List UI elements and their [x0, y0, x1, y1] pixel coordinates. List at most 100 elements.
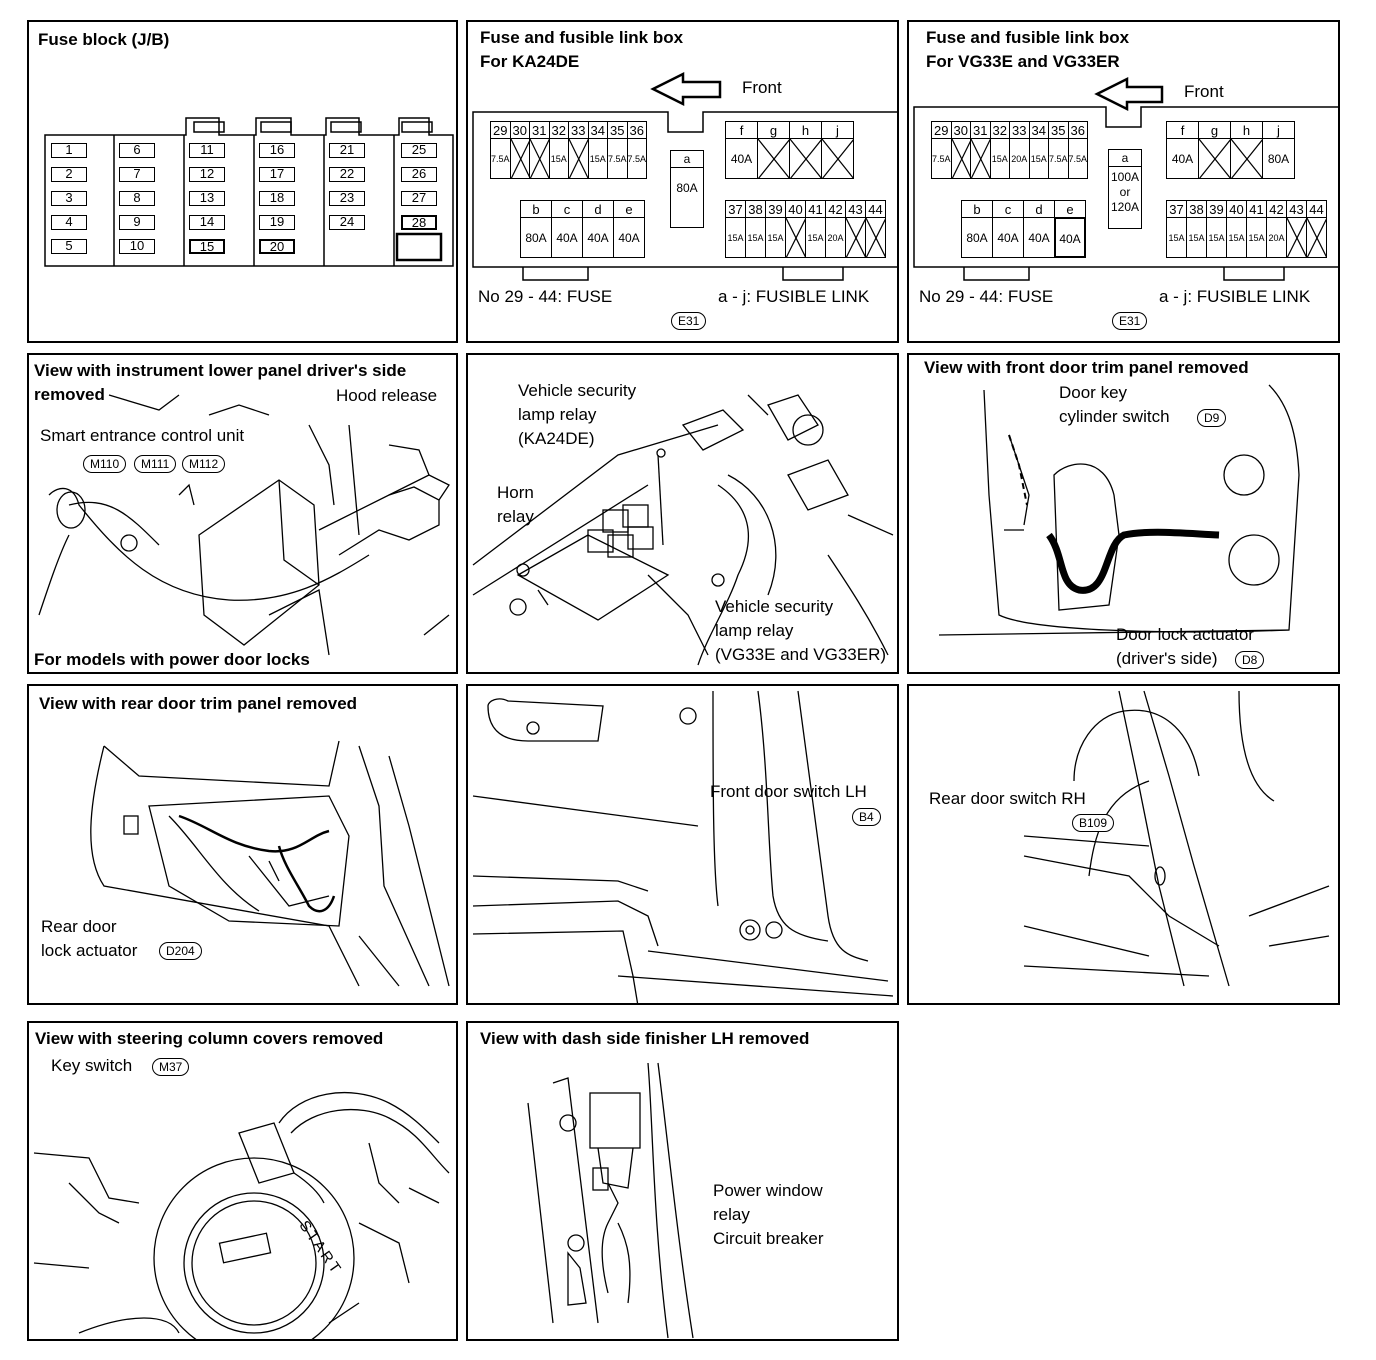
fuse-right-value-38: 15A [745, 217, 766, 258]
panel-title: View with rear door trim panel removed [39, 694, 358, 713]
fuse-header-34: 34 [587, 121, 608, 139]
legend-fusible-link: a - j: FUSIBLE LINK [718, 287, 870, 306]
link-lower-value-c: 40A [551, 217, 583, 258]
smart-entrance-label: Smart entrance control unit [40, 426, 245, 445]
connector-m112: M112 [182, 455, 226, 474]
connector-d9: D9 [1197, 409, 1227, 428]
link-value-f: 40A [1166, 138, 1199, 179]
fuse-value-33: 20A [1009, 138, 1030, 179]
front-switch-label: Front door switch LH [710, 782, 867, 801]
panel-title: View with dash side finisher LH removed [480, 1029, 810, 1048]
fuse-header-30: 30 [950, 121, 971, 139]
fuse-value-36: 7.5A [626, 138, 647, 179]
door-lock-line1: Door lock actuator [1116, 625, 1254, 644]
steering-drawing: START [33, 1091, 450, 1339]
link-header-h: h [1230, 121, 1263, 139]
link-lower-value-c: 40A [992, 217, 1024, 258]
vs-relay-ka-line2: lamp relay [518, 405, 597, 424]
fuse-slot-10: 10 [119, 239, 155, 254]
fuse-value-30 [509, 138, 530, 179]
fuse-value-32: 15A [548, 138, 569, 179]
connector-e31: E31 [671, 312, 707, 331]
fuse-slot-16: 16 [259, 143, 295, 158]
fuse-slot-18: 18 [259, 191, 295, 206]
link-header-h: h [789, 121, 822, 139]
fuse-right-header-41: 41 [805, 200, 826, 218]
connector-b4: B4 [852, 808, 881, 827]
fuse-slot-3: 3 [51, 191, 87, 206]
panel-fuse-box-ka24de: Fuse and fusible link box For KA24DE Fro… [466, 20, 899, 343]
link-lower-header-c: c [551, 200, 583, 218]
link-value-j: 80A [1262, 138, 1295, 179]
panel-fuse-box-vg33e: Fuse and fusible link box For VG33E and … [907, 20, 1340, 343]
connector-d8: D8 [1235, 651, 1265, 670]
fuse-slot-13: 13 [189, 191, 225, 206]
link-value-h [1230, 138, 1263, 179]
fuse-value-35: 7.5A [1048, 138, 1069, 179]
fuse-right-value-44 [865, 217, 886, 258]
fuse-slot-24: 24 [329, 215, 365, 230]
legend-fuse: No 29 - 44: FUSE [919, 287, 1054, 306]
link-lower-header-b: b [961, 200, 993, 218]
panel-title-line1: Fuse and fusible link box [926, 28, 1130, 47]
fuse-header-32: 32 [989, 121, 1010, 139]
panel-title: View with front door trim panel removed [924, 358, 1249, 377]
horn-relay-line2: relay [497, 507, 534, 526]
fuse-header-33: 33 [568, 121, 589, 139]
fuse-slot-12: 12 [189, 167, 225, 182]
panel-title-line2: removed [34, 385, 105, 404]
link-lower-value-d: 40A [1023, 217, 1055, 258]
fuse-slot-23: 23 [329, 191, 365, 206]
link-header-f: f [1166, 121, 1199, 139]
power-window-line1: Power window [713, 1181, 823, 1200]
fuse-right-value-43 [1286, 217, 1307, 258]
fuse-right-value-42: 20A [1266, 217, 1287, 258]
vs-relay-ka-line1: Vehicle security [518, 381, 637, 400]
link-value-j [821, 138, 854, 179]
link-lower-value-e: 40A [1054, 217, 1086, 258]
fuse-value-35: 7.5A [607, 138, 628, 179]
panel-title-line2: For VG33E and VG33ER [926, 52, 1120, 71]
fuse-value-34: 15A [1028, 138, 1049, 179]
fuse-right-header-38: 38 [1186, 200, 1207, 218]
panel-front-door-switch: Front door switch LH B4 [466, 684, 899, 1005]
link-header-g: g [757, 121, 790, 139]
fuse-slot-7: 7 [119, 167, 155, 182]
panel-title: Fuse block (J/B) [38, 30, 170, 49]
panel-title-line1: View with instrument lower panel driver'… [34, 361, 407, 380]
fuse-slot-26: 26 [401, 167, 437, 182]
panel-title: View with steering column covers removed [35, 1029, 384, 1048]
vs-relay-vg-line1: Vehicle security [715, 597, 834, 616]
fuse-right-header-37: 37 [1166, 200, 1187, 218]
fuse-slot-6: 6 [119, 143, 155, 158]
fuse-header-32: 32 [548, 121, 569, 139]
front-door-drawing [938, 384, 1300, 636]
fuse-slot-2: 2 [51, 167, 87, 182]
vs-relay-vg-line3: (VG33E and VG33ER) [715, 645, 887, 664]
link-lower-value-e: 40A [613, 217, 645, 258]
circuit-breaker-label: Circuit breaker [713, 1229, 824, 1248]
fuse-slot-14: 14 [189, 215, 225, 230]
link-value-g [1198, 138, 1231, 179]
fuse-right-header-42: 42 [1266, 200, 1287, 218]
fuse-slot-27: 27 [401, 191, 437, 206]
fuse-header-31: 31 [970, 121, 991, 139]
link-lower-header-c: c [992, 200, 1024, 218]
front-arrow [472, 71, 897, 281]
connector-m111: M111 [134, 455, 177, 474]
link-lower-value-b: 80A [520, 217, 552, 258]
fuse-right-header-41: 41 [1246, 200, 1267, 218]
connector-d204: D204 [159, 942, 202, 961]
fuse-slot-9: 9 [119, 215, 155, 230]
fuse-header-36: 36 [1067, 121, 1088, 139]
connector-m110: M110 [83, 455, 127, 474]
fuse-right-header-42: 42 [825, 200, 846, 218]
legend-fusible-link: a - j: FUSIBLE LINK [1159, 287, 1311, 306]
link-value-f: 40A [725, 138, 758, 179]
link-header-j: j [821, 121, 854, 139]
vs-relay-ka-line3: (KA24DE) [518, 429, 595, 448]
panel-footer: For models with power door locks [34, 650, 310, 669]
front-arrow [913, 76, 1338, 281]
